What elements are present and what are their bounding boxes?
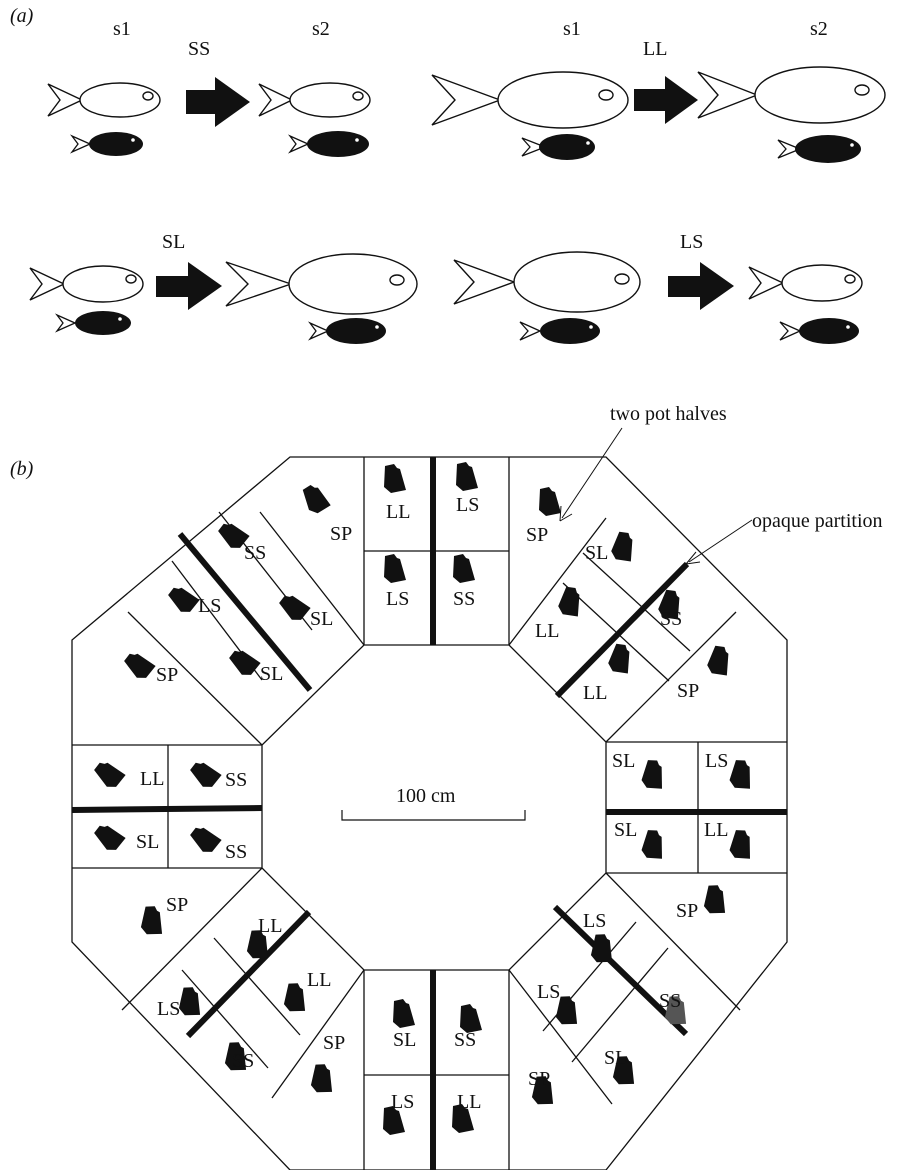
compartment-label: LL	[535, 620, 559, 642]
panel-a-label: (a)	[10, 5, 34, 27]
arrow-ls	[668, 262, 734, 310]
focal-fish-small-after	[258, 82, 371, 118]
companion-fish-black-ls	[519, 318, 600, 344]
compartment-label: SL	[614, 819, 637, 841]
companion-fish-black-sl	[54, 311, 131, 335]
compartment-label: LL	[258, 915, 282, 937]
compartment-label: SS	[244, 542, 266, 564]
compartment-label: LS	[583, 910, 606, 932]
s2-label-ll: s2	[810, 18, 828, 40]
focal-fish-large	[431, 71, 629, 129]
compartment-label: SL	[136, 831, 159, 853]
treatment-label-ll: LL	[643, 38, 667, 60]
companion-fish-black-ll-after	[777, 135, 861, 163]
compartment-label: SL	[260, 663, 283, 685]
compartment-label: SL	[310, 608, 333, 630]
compartment-label: SL	[612, 750, 635, 772]
focal-fish-small-ls	[748, 264, 863, 302]
compartment-label: LS	[391, 1091, 414, 1113]
sp-label: SP	[677, 680, 699, 702]
compartment-label: SL	[585, 542, 608, 564]
opaque-partitions	[71, 457, 787, 1170]
s2-label-ss: s2	[312, 18, 330, 40]
s1-label-ll: s1	[563, 18, 581, 40]
compartment-label: LS	[456, 494, 479, 516]
compartment-label: SS	[454, 1029, 476, 1051]
panel-b-label: (b)	[10, 458, 34, 480]
focal-fish-small	[47, 82, 161, 118]
compartment-label: LS	[705, 750, 728, 772]
focal-fish-small-sl	[29, 265, 144, 303]
companion-fish-black-ll	[521, 134, 595, 160]
focal-fish-large-sl	[225, 253, 418, 315]
focal-fish-large-ls	[453, 251, 641, 313]
compartment-label: SL	[604, 1047, 627, 1069]
treatment-label-ls: LS	[680, 231, 703, 253]
companion-fish-black	[69, 132, 143, 156]
compartment-label: LL	[457, 1091, 481, 1113]
sp-label: SP	[526, 524, 548, 546]
companion-fish-black-sl-after	[307, 318, 386, 344]
sp-label: SP	[156, 664, 178, 686]
scale-bar: 100 cm	[341, 785, 526, 821]
compartment-label: SL	[393, 1029, 416, 1051]
compartment-label: LL	[704, 819, 728, 841]
panel-a: (a) s1 SS s2 s1 LL s2	[10, 5, 886, 344]
opaque-partition-annotation: opaque partition	[752, 510, 883, 532]
compartment-label: SS	[225, 841, 247, 863]
companion-fish-black-ls-after	[779, 318, 859, 344]
compartment-label: LS	[386, 588, 409, 610]
arrow-ss	[186, 77, 250, 127]
companion-fish-black-after	[287, 131, 369, 157]
sp-label: SP	[166, 894, 188, 916]
arrow-ll	[634, 76, 698, 124]
compartment-label: SS	[659, 990, 681, 1012]
octagon-frame	[71, 456, 788, 1170]
compartment-label: SS	[225, 769, 247, 791]
sp-label: SP	[323, 1032, 345, 1054]
pot-halves-annotation: two pot halves	[610, 403, 727, 425]
compartment-labels: LL LS LS SS SP SP SL SS LL LL SP SL LS S…	[136, 494, 728, 1113]
compartment-label: LL	[307, 969, 331, 991]
treatment-label-sl: SL	[162, 231, 185, 253]
compartment-label: LL	[386, 501, 410, 523]
treatment-label-ss: SS	[188, 38, 210, 60]
focal-fish-large-after	[697, 66, 886, 124]
sp-label: SP	[528, 1068, 550, 1090]
compartment-label: LS	[157, 998, 180, 1020]
panel-b: (b)	[10, 403, 883, 1170]
compartment-label: SS	[453, 588, 475, 610]
compartment-label: LL	[140, 768, 164, 790]
compartment-label: LS	[537, 981, 560, 1003]
annotations: two pot halves opaque partition	[559, 403, 883, 565]
sp-label: SP	[330, 523, 352, 545]
compartment-label: LS	[198, 595, 221, 617]
compartment-label: LL	[583, 682, 607, 704]
sp-label: SP	[676, 900, 698, 922]
arrow-sl	[156, 262, 222, 310]
scale-bar-label: 100 cm	[396, 785, 456, 807]
compartment-label: SS	[232, 1050, 254, 1072]
compartment-label: SS	[660, 608, 682, 630]
s1-label-ss: s1	[113, 18, 131, 40]
